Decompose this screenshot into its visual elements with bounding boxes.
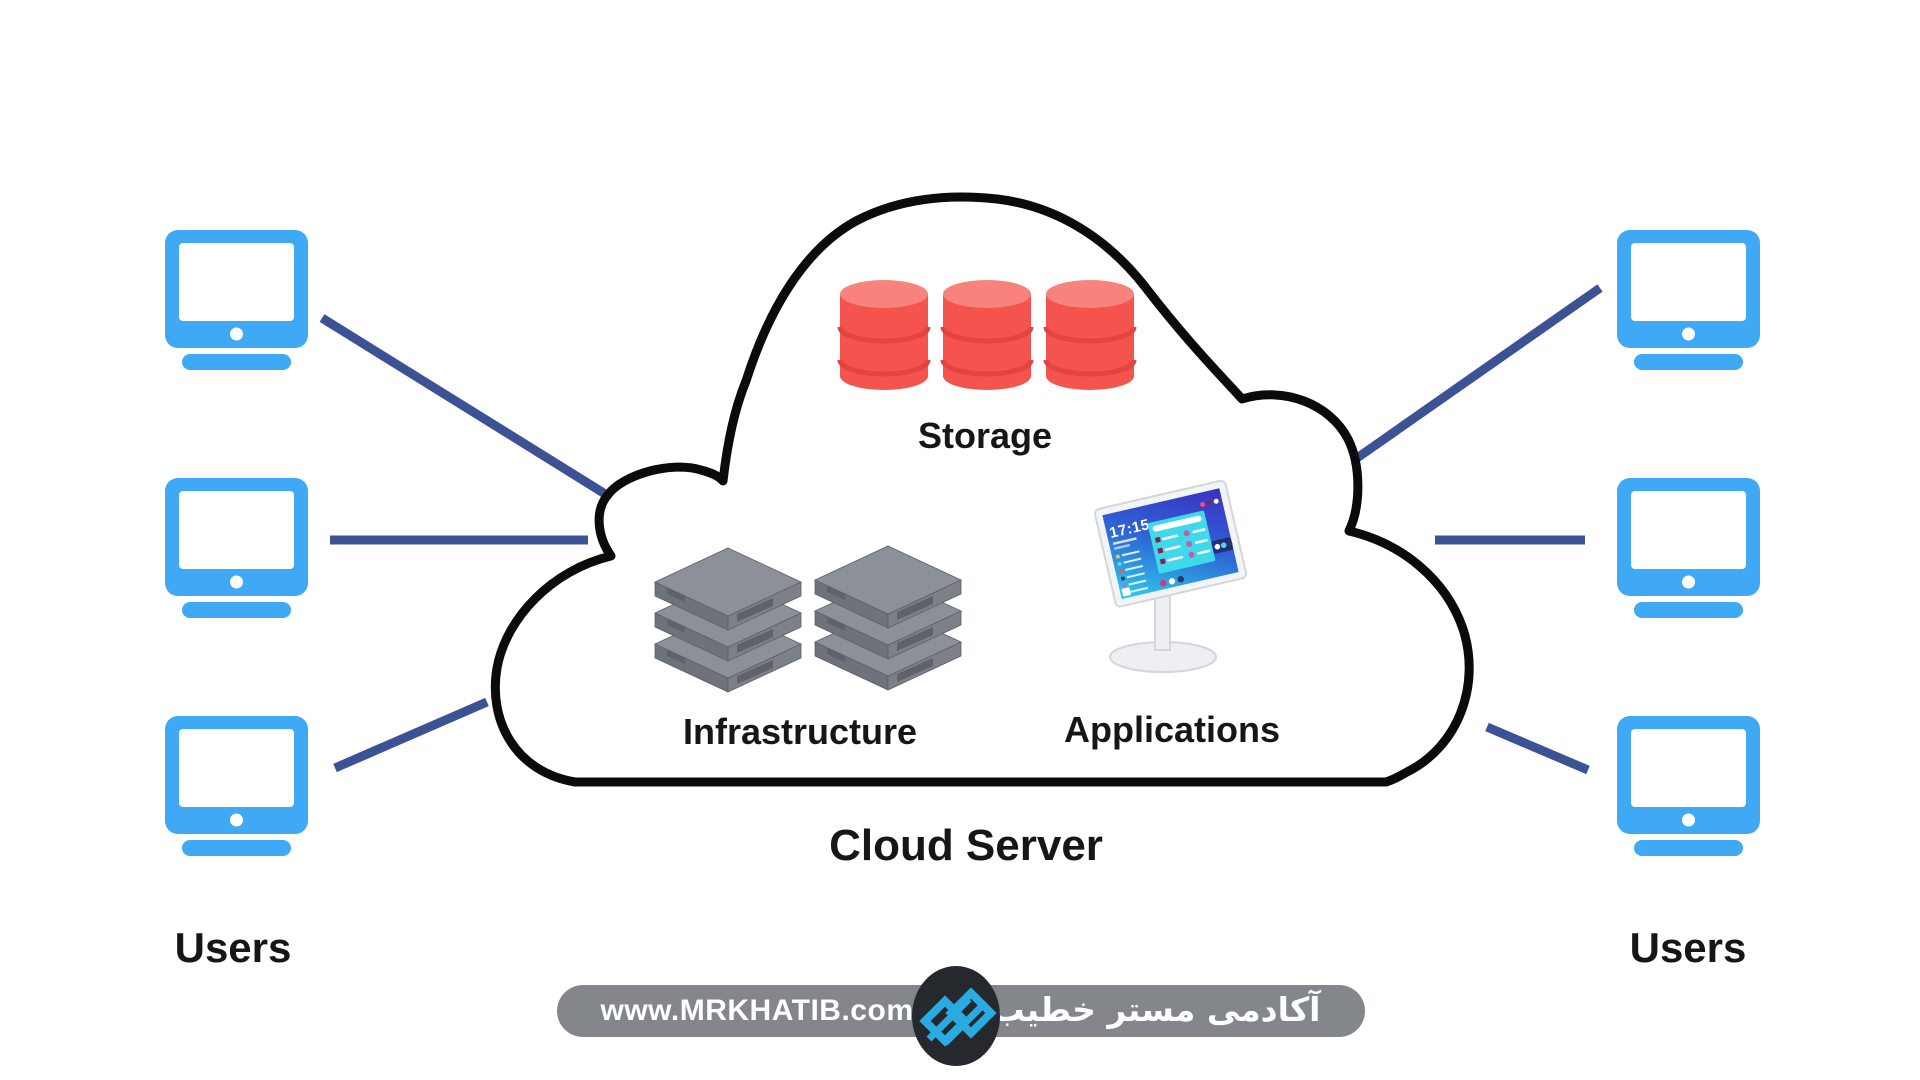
applications-icon: 17:15 bbox=[1093, 479, 1248, 673]
users-left-group bbox=[165, 230, 308, 856]
database-cylinder-icon bbox=[840, 280, 928, 390]
user-monitor-icon bbox=[165, 478, 308, 618]
storage-icon bbox=[840, 280, 1134, 390]
connector-left-bottom bbox=[333, 697, 489, 773]
cloud-server-title: Cloud Server bbox=[829, 821, 1103, 870]
app-panel bbox=[1147, 510, 1216, 574]
brand-name-farsi: آکادمی مستر خطیب bbox=[991, 990, 1321, 1029]
connector-right-top bbox=[1334, 284, 1603, 476]
user-monitor-icon bbox=[1617, 230, 1760, 370]
users-right-label: Users bbox=[1629, 924, 1747, 971]
user-monitor-icon bbox=[165, 230, 308, 370]
website-url: www.MRKHATIB.com bbox=[600, 994, 914, 1027]
users-left-label: Users bbox=[174, 924, 292, 971]
user-monitor-icon bbox=[1617, 478, 1760, 618]
user-monitor-icon bbox=[1617, 716, 1760, 856]
database-cylinder-icon bbox=[1046, 280, 1134, 390]
user-monitor-icon bbox=[165, 716, 308, 856]
brand-logo-icon bbox=[912, 966, 1000, 1066]
connector-left-top bbox=[319, 314, 613, 501]
storage-label: Storage bbox=[917, 415, 1053, 456]
connector-right-bottom bbox=[1485, 722, 1590, 775]
users-right-group bbox=[1617, 230, 1760, 856]
infrastructure-label: Infrastructure bbox=[682, 711, 918, 752]
applications-label: Applications bbox=[1063, 709, 1281, 750]
network-connectors bbox=[319, 284, 1603, 775]
database-cylinder-icon bbox=[943, 280, 1031, 390]
brand-logo bbox=[911, 965, 1001, 1067]
app-monitor: 17:15 bbox=[1093, 479, 1248, 608]
